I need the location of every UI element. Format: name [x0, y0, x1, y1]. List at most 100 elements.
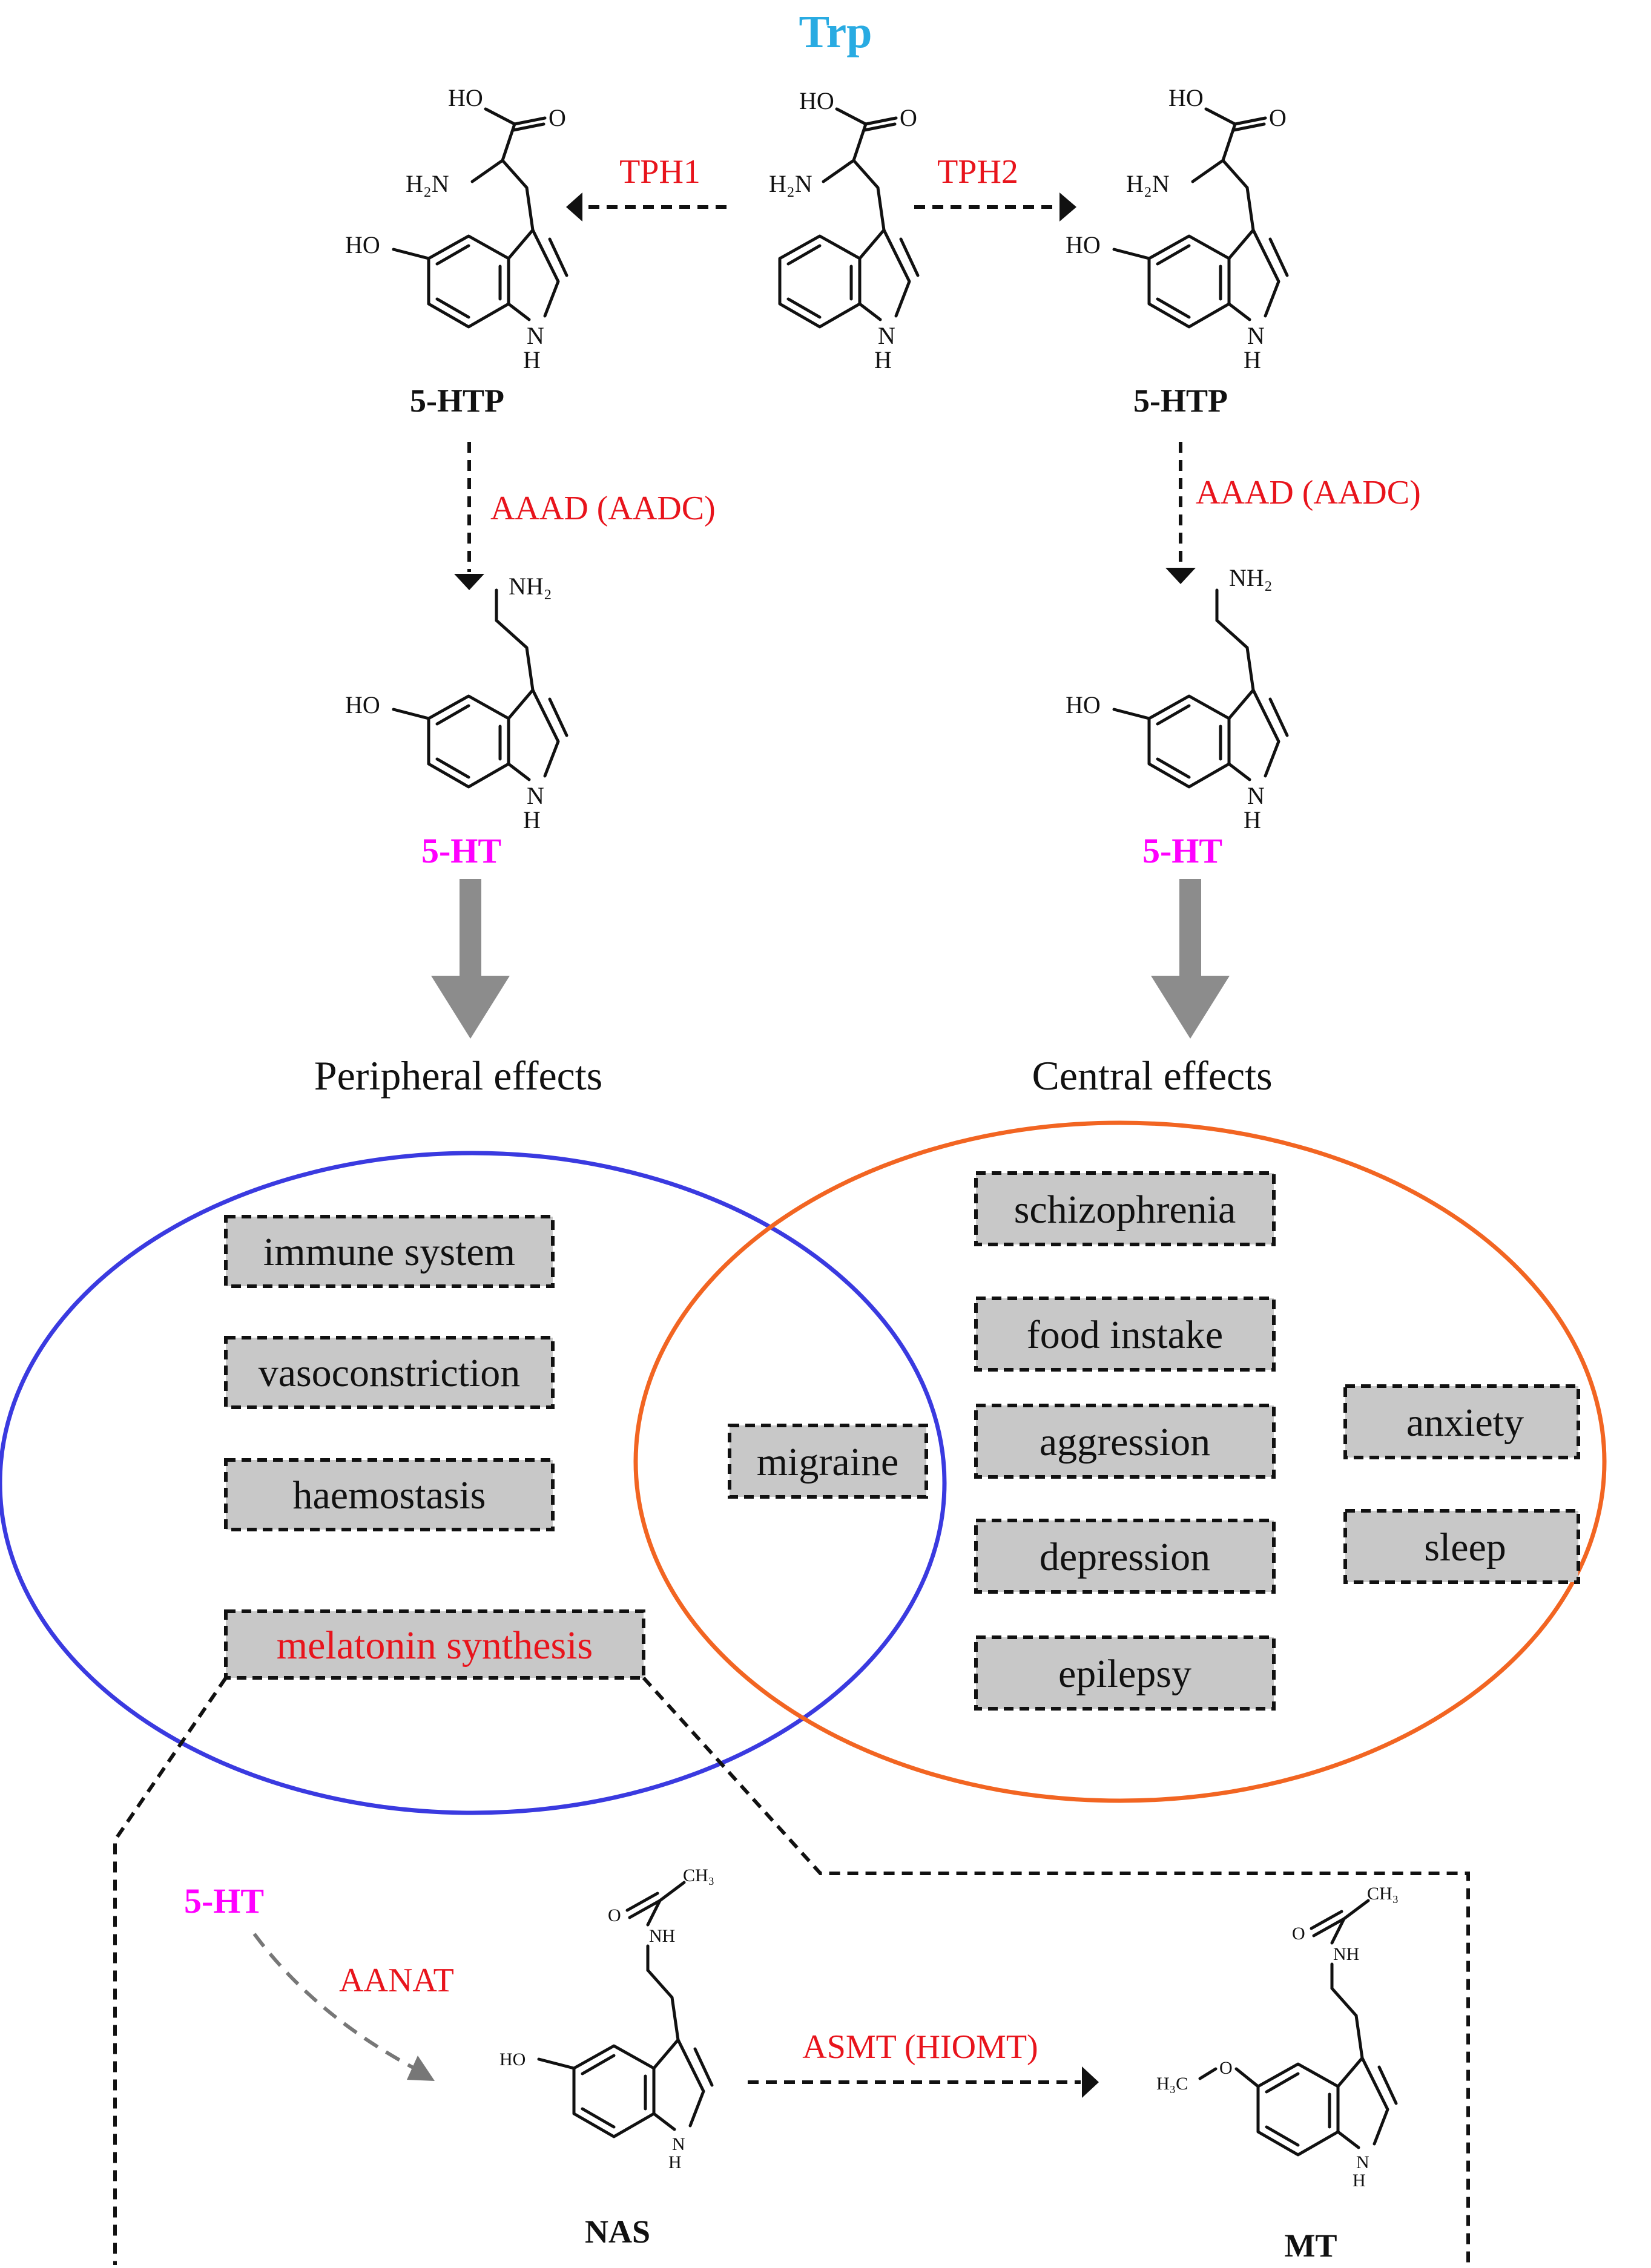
- serotonin-bottom-label: 5-HT: [184, 1881, 264, 1921]
- mt-label: MT: [1285, 2227, 1337, 2264]
- amide-nitrogen-label: NH: [649, 1926, 675, 1946]
- serotonin-right-label: 5-HT: [1142, 831, 1222, 870]
- ring-hydroxyl-label: HO: [1066, 231, 1101, 258]
- epilepsy-label: epilepsy: [1058, 1652, 1191, 1696]
- hydrogen-label: H: [668, 2152, 682, 2172]
- tph1-label: TPH1: [619, 153, 700, 191]
- carbonyl-oxygen-label: O: [608, 1905, 621, 1925]
- hydrogen-label: H: [1244, 346, 1261, 373]
- schizophrenia-box: [974, 1171, 1276, 1246]
- melatonin-synthesis-label: melatonin synthesis: [277, 1623, 593, 1668]
- peripheral-effects-circle: [0, 1151, 947, 1815]
- amine-label: H₂N: [406, 170, 449, 197]
- tph2-arrowhead: [1059, 192, 1076, 222]
- melatonin-synthesis-box: [224, 1609, 645, 1680]
- hydrogen-label: H: [523, 806, 541, 833]
- trp-title: Trp: [799, 7, 872, 58]
- htp-left-structure: HO O H₂N HO N H: [345, 84, 568, 373]
- amine-label: NH₂: [1229, 564, 1273, 591]
- hydrogen-label: H: [874, 346, 892, 373]
- ring-hydroxyl-label: HO: [499, 2049, 526, 2069]
- aggression-label: aggression: [1040, 1420, 1210, 1464]
- serotonin-left-structure: NH₂ HO N H: [345, 573, 568, 833]
- haemostasis-box: [224, 1458, 555, 1531]
- amine-label: H₂N: [1126, 170, 1170, 197]
- hydroxyl-label: HO: [1168, 84, 1204, 111]
- serotonin-left-label: 5-HT: [421, 831, 501, 870]
- amine-label: NH₂: [509, 573, 552, 600]
- peripheral-big-arrow-shaft: [460, 879, 481, 977]
- nitrogen-label: N: [1247, 782, 1265, 809]
- central-big-arrow-shaft: [1179, 879, 1201, 977]
- ether-oxygen-label: O: [1219, 2058, 1233, 2078]
- aaad-right-label: AAAD (AADC): [1196, 474, 1421, 511]
- depression-label: depression: [1040, 1535, 1210, 1579]
- central-effects-circle: [633, 1120, 1607, 1803]
- nitrogen-label: N: [672, 2134, 685, 2154]
- oxygen-label: O: [900, 104, 917, 131]
- aanat-arrowhead: [407, 2056, 435, 2081]
- hydroxyl-label: HO: [799, 87, 834, 114]
- depression-box: [974, 1519, 1276, 1594]
- food-instake-label: food instake: [1027, 1313, 1223, 1357]
- oxygen-label: O: [1269, 104, 1287, 131]
- aanat-arrow: [252, 1933, 419, 2072]
- htp-right-label: 5-HTP: [1133, 383, 1228, 419]
- vasoconstriction-label: vasoconstriction: [259, 1351, 521, 1395]
- sleep-box: [1343, 1509, 1580, 1584]
- callout-left-line: [113, 1677, 228, 2265]
- serotonin-right-structure: NH₂ HO N H: [1066, 564, 1289, 833]
- schizophrenia-label: schizophrenia: [1014, 1188, 1236, 1232]
- tryptophan-structure: HO O H₂N N H: [769, 87, 920, 373]
- nitrogen-label: N: [1247, 322, 1265, 349]
- tph2-label: TPH2: [937, 153, 1018, 191]
- methyl-label: CH₃: [1367, 1884, 1399, 1904]
- amine-label: H₂N: [769, 170, 812, 197]
- hydroxyl-label: HO: [448, 84, 483, 111]
- aaad-right-arrowhead: [1165, 568, 1196, 584]
- migraine-label: migraine: [757, 1440, 899, 1484]
- amide-nitrogen-label: NH: [1333, 1944, 1359, 1964]
- callout-right-line: [642, 1676, 1470, 2265]
- vasoconstriction-box: [224, 1336, 555, 1409]
- sleep-label: sleep: [1424, 1525, 1506, 1570]
- ring-hydroxyl-label: HO: [1066, 691, 1101, 718]
- nitrogen-label: N: [1356, 2152, 1369, 2172]
- htp-left-label: 5-HTP: [410, 383, 504, 419]
- nas-label: NAS: [585, 2214, 650, 2250]
- immune-system-box: [224, 1215, 555, 1288]
- aaad-left-label: AAAD (AADC): [490, 490, 716, 527]
- methoxy-label: H₃C: [1156, 2074, 1188, 2094]
- htp-right-structure: HO O H₂N HO N H: [1066, 84, 1289, 373]
- haemostasis-label: haemostasis: [293, 1473, 486, 1517]
- ring-hydroxyl-label: HO: [345, 691, 380, 718]
- asmt-arrowhead: [1082, 2066, 1099, 2098]
- aggression-box: [974, 1404, 1276, 1479]
- methyl-label: CH₃: [683, 1865, 714, 1885]
- epilepsy-box: [974, 1635, 1276, 1711]
- hydrogen-label: H: [1244, 806, 1261, 833]
- nas-structure: NH O CH₃ HO N H: [499, 1865, 714, 2172]
- aaad-left-arrowhead: [454, 574, 484, 590]
- aanat-label: AANAT: [339, 1962, 454, 1999]
- mt-structure: NH O CH₃ O H₃C N H: [1156, 1884, 1399, 2191]
- nitrogen-label: N: [878, 322, 895, 349]
- peripheral-effects-heading: Peripheral effects: [314, 1053, 602, 1099]
- carbonyl-oxygen-label: O: [1292, 1924, 1305, 1944]
- anxiety-label: anxiety: [1406, 1401, 1524, 1445]
- food-instake-box: [974, 1297, 1276, 1372]
- hydrogen-label: H: [1353, 2171, 1366, 2191]
- migraine-box: [728, 1424, 928, 1499]
- central-effects-heading: Central effects: [1032, 1053, 1272, 1099]
- hydrogen-label: H: [523, 346, 541, 373]
- nitrogen-label: N: [527, 322, 544, 349]
- asmt-label: ASMT (HIOMT): [802, 2028, 1038, 2066]
- central-big-arrow-head: [1151, 976, 1230, 1039]
- peripheral-big-arrow-head: [431, 976, 510, 1039]
- anxiety-box: [1343, 1384, 1580, 1459]
- ring-hydroxyl-label: HO: [345, 231, 380, 258]
- oxygen-label: O: [549, 104, 566, 131]
- immune-system-label: immune system: [263, 1230, 515, 1274]
- nitrogen-label: N: [527, 782, 544, 809]
- tph1-arrowhead: [566, 192, 582, 222]
